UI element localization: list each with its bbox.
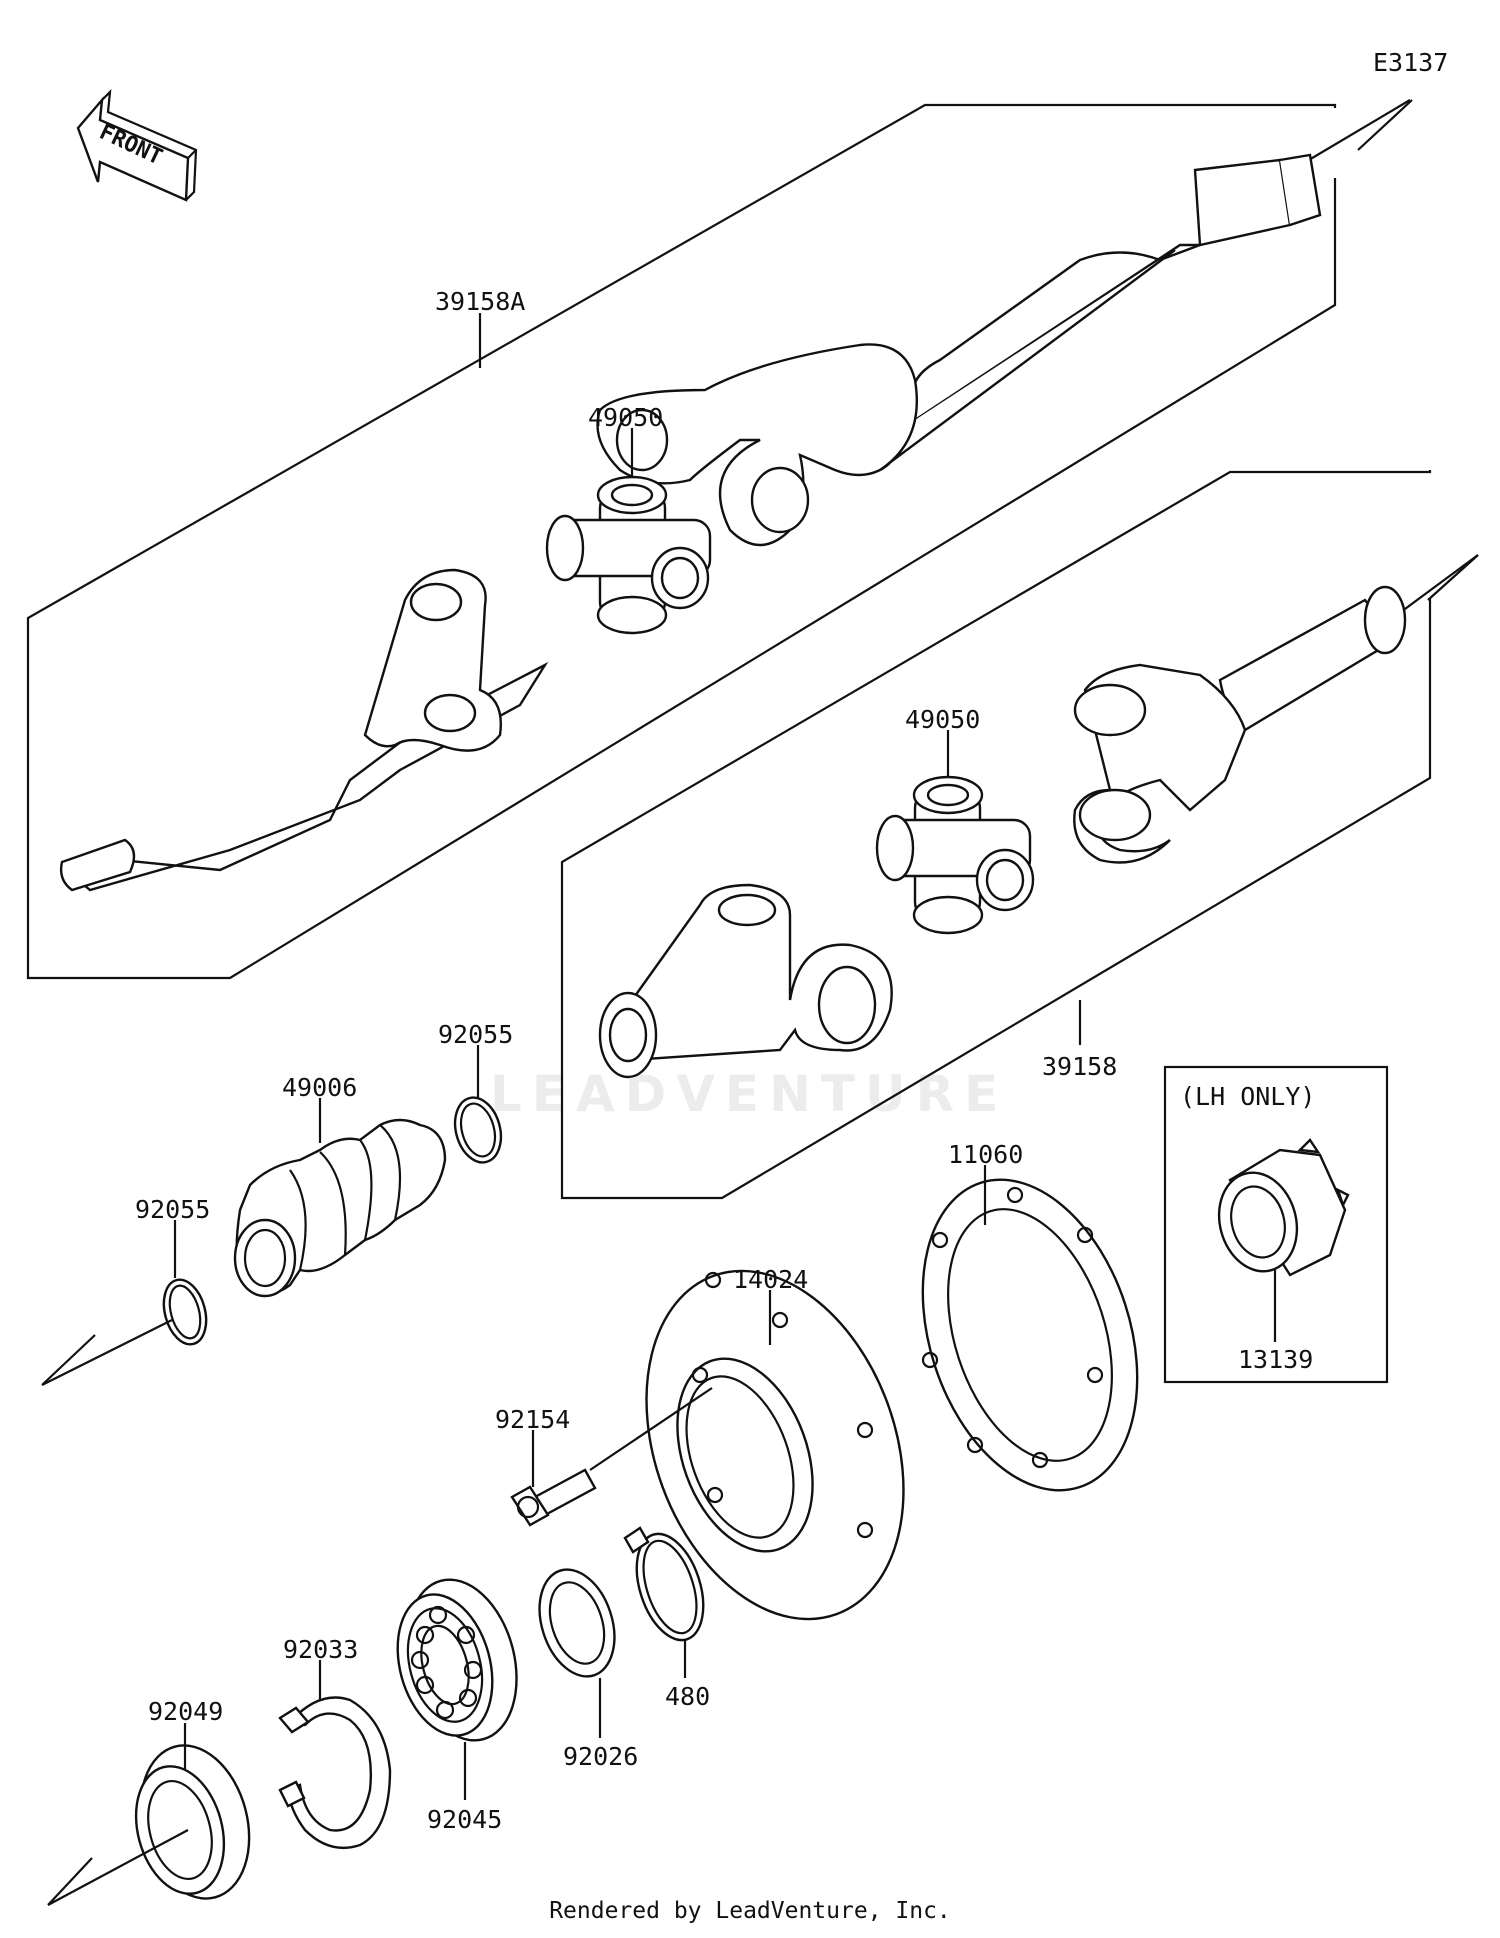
part-label-49006[interactable]: 49006 bbox=[282, 1073, 358, 1102]
shaft-39158a bbox=[59, 153, 1322, 892]
part-label-49050-upper[interactable]: 49050 bbox=[588, 403, 664, 432]
part-label-92045[interactable]: 92045 bbox=[427, 1805, 503, 1834]
part-label-92026[interactable]: 92026 bbox=[563, 1742, 639, 1771]
circlip-480 bbox=[623, 1526, 705, 1642]
part-label-11060[interactable]: 11060 bbox=[948, 1140, 1024, 1169]
boot-49006 bbox=[233, 1118, 447, 1298]
diagram-code: E3137 bbox=[1373, 48, 1449, 77]
front-arrow-icon bbox=[76, 89, 198, 202]
group-frame-39158 bbox=[560, 470, 1432, 1200]
part-label-49050-lower[interactable]: 49050 bbox=[905, 705, 981, 734]
part-label-39158a[interactable]: 39158A bbox=[435, 287, 526, 316]
lh-only-box bbox=[1163, 1065, 1389, 1384]
cross-joint-49050-upper bbox=[545, 475, 712, 635]
part-label-13139[interactable]: 13139 bbox=[1238, 1345, 1314, 1374]
part-label-92055-lower[interactable]: 92055 bbox=[135, 1195, 211, 1224]
housing-14024 bbox=[645, 1269, 905, 1621]
part-label-14024[interactable]: 14024 bbox=[733, 1265, 809, 1294]
bearing-92045 bbox=[396, 1578, 518, 1742]
footer-credit: Rendered by LeadVenture, Inc. bbox=[549, 1898, 951, 1924]
gasket-11060 bbox=[921, 1178, 1139, 1492]
part-label-92049[interactable]: 92049 bbox=[148, 1697, 224, 1726]
seal-92049 bbox=[47, 1744, 251, 1906]
part-label-92055-upper[interactable]: 92055 bbox=[438, 1020, 514, 1049]
watermark: LEADVENTURE bbox=[490, 1065, 1009, 1123]
o-ring-92055-lower bbox=[162, 1278, 208, 1346]
spacer-92026 bbox=[538, 1568, 616, 1678]
cross-joint-49050-lower bbox=[875, 775, 1035, 935]
snap-ring-92033 bbox=[278, 1696, 392, 1850]
leader-lines bbox=[173, 313, 1277, 1800]
bolt-92154 bbox=[510, 1387, 713, 1527]
part-label-92154[interactable]: 92154 bbox=[495, 1405, 571, 1434]
part-label-39158[interactable]: 39158 bbox=[1042, 1052, 1118, 1081]
shaft-39158 bbox=[598, 585, 1407, 1079]
group-frame-39158a bbox=[26, 103, 1337, 980]
sleeve-13139 bbox=[1217, 1138, 1350, 1277]
part-label-480[interactable]: 480 bbox=[665, 1682, 711, 1711]
part-label-92033[interactable]: 92033 bbox=[283, 1635, 359, 1664]
lh-only-label: (LH ONLY) bbox=[1180, 1082, 1316, 1111]
